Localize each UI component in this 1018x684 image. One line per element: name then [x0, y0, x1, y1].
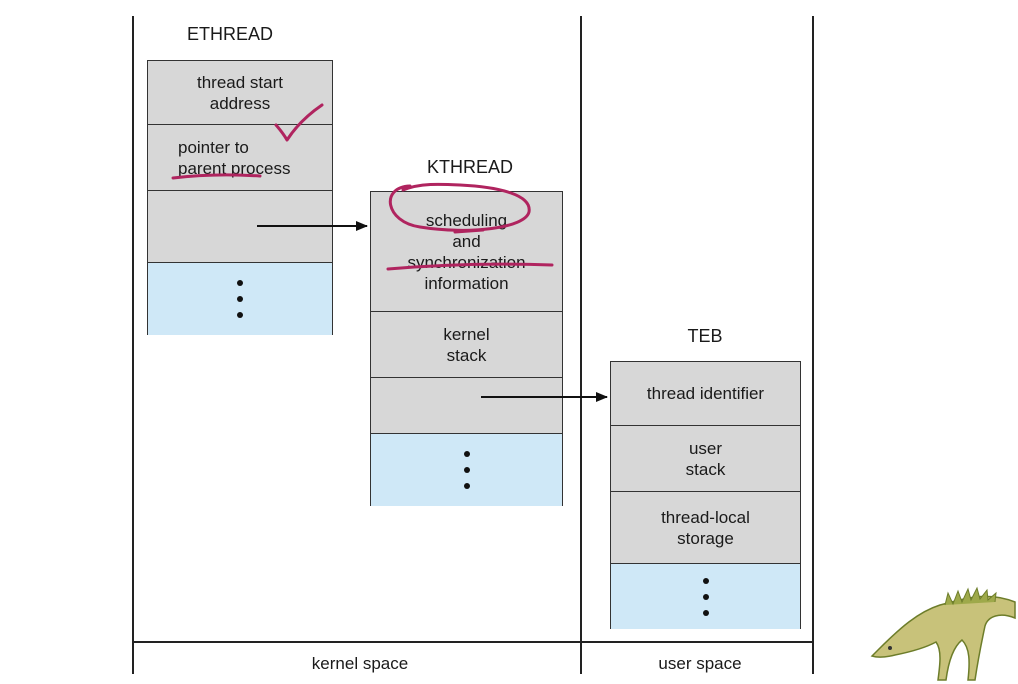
teb-field-more: [611, 564, 800, 629]
kernel-space-label: kernel space: [311, 654, 409, 673]
teb-box: thread identifier user stack thread-loca…: [610, 361, 801, 629]
ellipsis-dots: [237, 280, 243, 318]
dinosaur-mascot-icon: [870, 586, 1016, 681]
teb-field-thread-local-storage: thread-local storage: [611, 492, 800, 564]
ethread-field-more: [148, 263, 332, 335]
left-border-line: [132, 16, 134, 674]
kthread-title: KTHREAD: [426, 157, 513, 177]
ethread-title: ETHREAD: [186, 24, 273, 44]
teb-field-user-stack: user stack: [611, 426, 800, 492]
kthread-field-kernel-stack: kernel stack: [371, 312, 562, 378]
right-border-line: [812, 16, 814, 674]
ethread-box: thread start address pointer to parent p…: [147, 60, 333, 335]
kthread-box: scheduling and synchronization informati…: [370, 191, 563, 506]
kthread-field-scheduling-info: scheduling and synchronization informati…: [371, 192, 562, 312]
kthread-field-teb-pointer: [371, 378, 562, 434]
kthread-field-more: [371, 434, 562, 506]
ethread-field-kthread-pointer: [148, 191, 332, 263]
footer-separator-line: [132, 641, 814, 643]
space-divider-line: [580, 16, 582, 674]
ethread-field-parent-process-pointer: pointer to parent process: [148, 125, 332, 191]
teb-title: TEB: [687, 326, 723, 346]
ethread-field-thread-start-address: thread start address: [148, 61, 332, 125]
ellipsis-dots: [463, 451, 470, 489]
ellipsis-dots: [702, 577, 709, 616]
teb-field-thread-identifier: thread identifier: [611, 362, 800, 426]
user-space-label: user space: [658, 654, 742, 673]
